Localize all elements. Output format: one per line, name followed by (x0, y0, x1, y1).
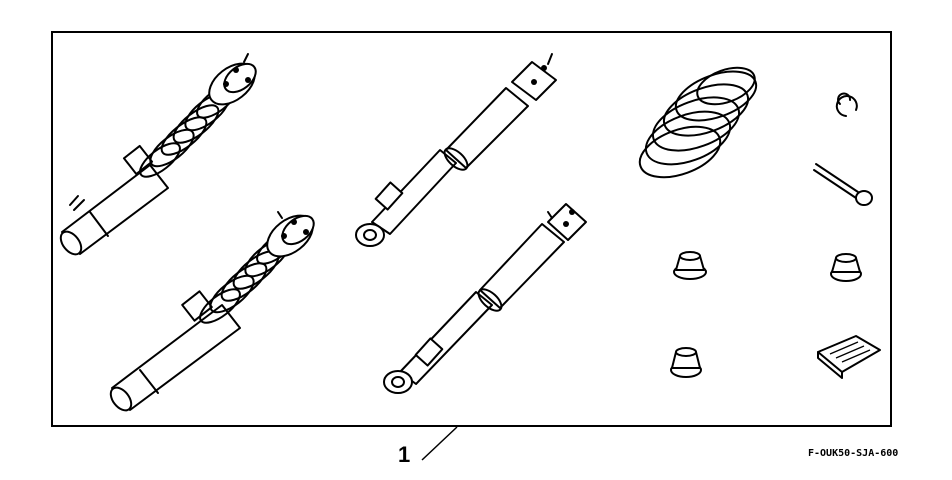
callout-number: 1 (398, 442, 411, 467)
rear-shock-absorber-upper (355, 53, 557, 247)
flange-nut-right (830, 253, 862, 282)
cotter-pin (813, 163, 873, 206)
callout-leader-line (421, 426, 458, 461)
coil-spring (638, 66, 758, 179)
flange-nut-left-upper (673, 251, 707, 280)
flange-nut-left-lower (670, 347, 702, 378)
front-strut-assembly-upper (59, 53, 257, 256)
front-strut-assembly-lower (109, 211, 315, 412)
diagram-frame (51, 31, 892, 427)
instruction-sheet (817, 335, 881, 379)
drawing-code: F-OUK50-SJA-600 (808, 448, 899, 459)
clip (835, 92, 858, 117)
rear-shock-absorber-lower (383, 203, 587, 394)
